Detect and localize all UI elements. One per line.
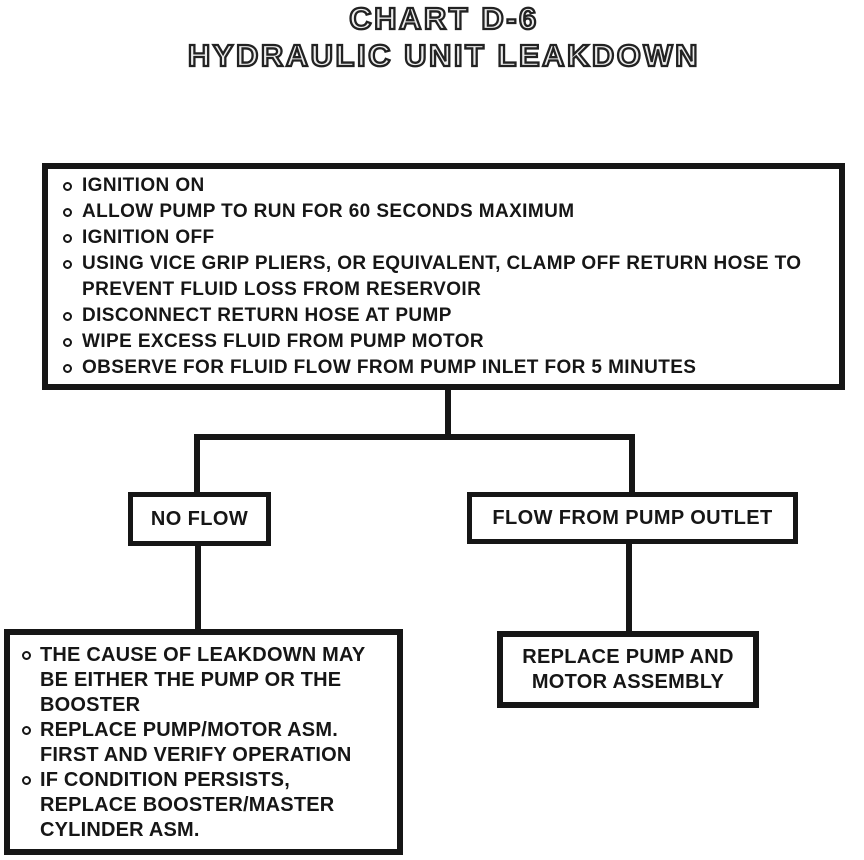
procedure-step: WIPE EXCESS FLUID FROM PUMP MOTOR bbox=[63, 329, 823, 355]
procedure-step: IGNITION OFF bbox=[63, 225, 823, 251]
chart-title: CHART D-6 HYDRAULIC UNIT LEAKDOWN bbox=[24, 0, 864, 74]
flow-from-pump-outlet-label: FLOW FROM PUMP OUTLET bbox=[492, 506, 773, 529]
replace-pump-motor-node: REPLACE PUMP AND MOTOR ASSEMBLY bbox=[497, 631, 759, 708]
result-step: THE CAUSE OF LEAKDOWN MAY BE EITHER THE … bbox=[22, 643, 391, 718]
connector-left-drop bbox=[194, 434, 200, 496]
result-step-text: REPLACE PUMP/MOTOR ASM. FIRST AND VERIFY… bbox=[40, 719, 352, 766]
chart-title-line2: HYDRAULIC UNIT LEAKDOWN bbox=[187, 37, 701, 74]
procedure-step-text: WIPE EXCESS FLUID FROM PUMP MOTOR bbox=[82, 331, 485, 352]
bullet-icon bbox=[22, 776, 31, 785]
result-step-text: THE CAUSE OF LEAKDOWN MAY BE EITHER THE … bbox=[40, 644, 366, 716]
procedure-step: ALLOW PUMP TO RUN FOR 60 SECONDS MAXIMUM bbox=[63, 199, 823, 225]
procedure-box: IGNITION ON ALLOW PUMP TO RUN FOR 60 SEC… bbox=[42, 163, 845, 390]
procedure-step: DISCONNECT RETURN HOSE AT PUMP bbox=[63, 303, 823, 329]
procedure-step-text: IGNITION ON bbox=[82, 175, 205, 196]
result-step-text: IF CONDITION PERSISTS, REPLACE BOOSTER/M… bbox=[40, 769, 335, 841]
result-step: REPLACE PUMP/MOTOR ASM. FIRST AND VERIFY… bbox=[22, 718, 391, 768]
procedure-step: OBSERVE FOR FLUID FLOW FROM PUMP INLET F… bbox=[63, 355, 823, 381]
bullet-icon bbox=[63, 208, 72, 217]
no-flow-node: NO FLOW bbox=[128, 492, 271, 546]
chart-title-line1: CHART D-6 bbox=[348, 0, 539, 37]
connector-branch-horizontal bbox=[194, 434, 635, 440]
result-step: IF CONDITION PERSISTS, REPLACE BOOSTER/M… bbox=[22, 768, 391, 843]
leakdown-cause-box: THE CAUSE OF LEAKDOWN MAY BE EITHER THE … bbox=[4, 629, 403, 855]
bullet-icon bbox=[22, 726, 31, 735]
procedure-step-text: USING VICE GRIP PLIERS, OR EQUIVALENT, C… bbox=[82, 253, 802, 300]
bullet-icon bbox=[63, 234, 72, 243]
bullet-icon bbox=[63, 312, 72, 321]
bullet-icon bbox=[63, 364, 72, 373]
procedure-step: IGNITION ON bbox=[63, 173, 823, 199]
procedure-step-text: DISCONNECT RETURN HOSE AT PUMP bbox=[82, 305, 452, 326]
flow-from-pump-outlet-node: FLOW FROM PUMP OUTLET bbox=[467, 492, 798, 544]
connector-top-vertical bbox=[445, 388, 451, 438]
procedure-step-text: ALLOW PUMP TO RUN FOR 60 SECONDS MAXIMUM bbox=[82, 201, 575, 222]
procedure-step-text: IGNITION OFF bbox=[82, 227, 215, 248]
replace-pump-motor-label: REPLACE PUMP AND MOTOR ASSEMBLY bbox=[522, 645, 734, 693]
bullet-icon bbox=[63, 338, 72, 347]
connector-right-drop bbox=[629, 434, 635, 496]
connector-flow-to-result bbox=[626, 542, 632, 634]
connector-noflow-to-result bbox=[195, 544, 201, 632]
bullet-icon bbox=[63, 260, 72, 269]
no-flow-label: NO FLOW bbox=[150, 507, 249, 530]
bullet-icon bbox=[22, 651, 31, 660]
bullet-icon bbox=[63, 182, 72, 191]
procedure-step-text: OBSERVE FOR FLUID FLOW FROM PUMP INLET F… bbox=[82, 357, 697, 378]
procedure-step: USING VICE GRIP PLIERS, OR EQUIVALENT, C… bbox=[63, 251, 823, 303]
